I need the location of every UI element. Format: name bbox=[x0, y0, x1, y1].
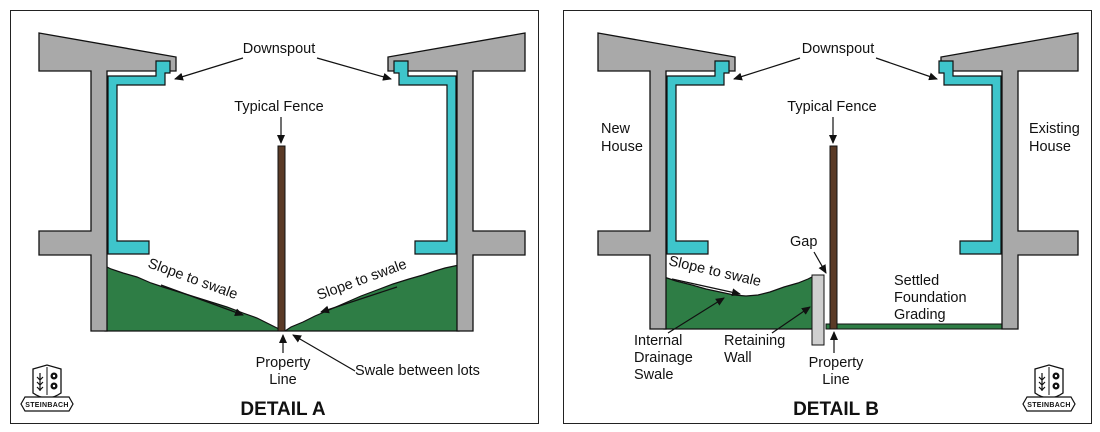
settled-ground bbox=[825, 323, 1004, 330]
new-house bbox=[597, 32, 736, 330]
property-line-label-1: Property bbox=[809, 355, 865, 371]
internal-swale-label-1: Internal bbox=[634, 333, 682, 349]
gap-arrow bbox=[813, 251, 827, 274]
downspout-arrow-left bbox=[733, 57, 801, 81]
steinbach-crest-logo: STEINBACH bbox=[20, 364, 74, 412]
ground bbox=[104, 264, 460, 332]
slope-arrow bbox=[671, 278, 741, 297]
detail-a-title: DETAIL A bbox=[240, 399, 325, 420]
detail-a-diagram: Downspout Typical Fence Slope to swale S… bbox=[20, 32, 526, 420]
internal-swale-label-2: Drainage bbox=[634, 350, 693, 366]
gap-label: Gap bbox=[790, 234, 817, 250]
detail-a-panel: Downspout Typical Fence Slope to swale S… bbox=[10, 10, 539, 424]
downspout-arrow-right bbox=[875, 57, 938, 81]
new-house-label-1: New bbox=[601, 121, 631, 137]
existing-house-label-1: Existing bbox=[1029, 121, 1080, 137]
slope-arrow-left bbox=[160, 284, 244, 317]
fence-label: Typical Fence bbox=[787, 99, 876, 115]
detail-b-title: DETAIL B bbox=[793, 399, 879, 420]
swale-arrow bbox=[292, 334, 356, 372]
crest-text: STEINBACH bbox=[25, 402, 69, 409]
detail-b-diagram: Downspout Typical Fence New House Existi… bbox=[597, 32, 1080, 420]
settled-label-1: Settled bbox=[894, 273, 939, 289]
internal-swale-label-3: Swale bbox=[634, 367, 674, 383]
fence bbox=[829, 145, 838, 330]
retaining-wall-arrow bbox=[771, 306, 811, 334]
downspout-label: Downspout bbox=[243, 41, 316, 57]
downspout-arrow-left bbox=[174, 57, 244, 81]
downspout-arrow-right bbox=[316, 57, 392, 81]
new-house-label-2: House bbox=[601, 139, 643, 155]
detail-b-panel: Downspout Typical Fence New House Existi… bbox=[563, 10, 1092, 424]
retaining-wall bbox=[811, 274, 825, 346]
right-downspout bbox=[393, 60, 457, 255]
property-line-label-2: Line bbox=[822, 372, 849, 388]
retaining-wall-label-2: Wall bbox=[724, 350, 752, 366]
steinbach-crest-logo: STEINBACH bbox=[1022, 364, 1076, 412]
left-downspout bbox=[107, 60, 171, 255]
retaining-wall-label-1: Retaining bbox=[724, 333, 785, 349]
internal-swale-arrow bbox=[667, 297, 725, 334]
settled-label-2: Foundation bbox=[894, 290, 967, 306]
settled-label-3: Grading bbox=[894, 307, 946, 323]
fence bbox=[277, 145, 286, 332]
slope-arrow-right bbox=[320, 286, 398, 314]
left-downspout bbox=[666, 60, 730, 255]
swale-label: Swale between lots bbox=[355, 363, 480, 379]
crest-text: STEINBACH bbox=[1027, 402, 1071, 409]
downspout-label: Downspout bbox=[802, 41, 875, 57]
fence-label: Typical Fence bbox=[234, 99, 323, 115]
existing-house-label-2: House bbox=[1029, 139, 1071, 155]
property-line-label-2: Line bbox=[269, 372, 296, 388]
right-downspout bbox=[938, 60, 1002, 255]
property-line-label-1: Property bbox=[256, 355, 312, 371]
